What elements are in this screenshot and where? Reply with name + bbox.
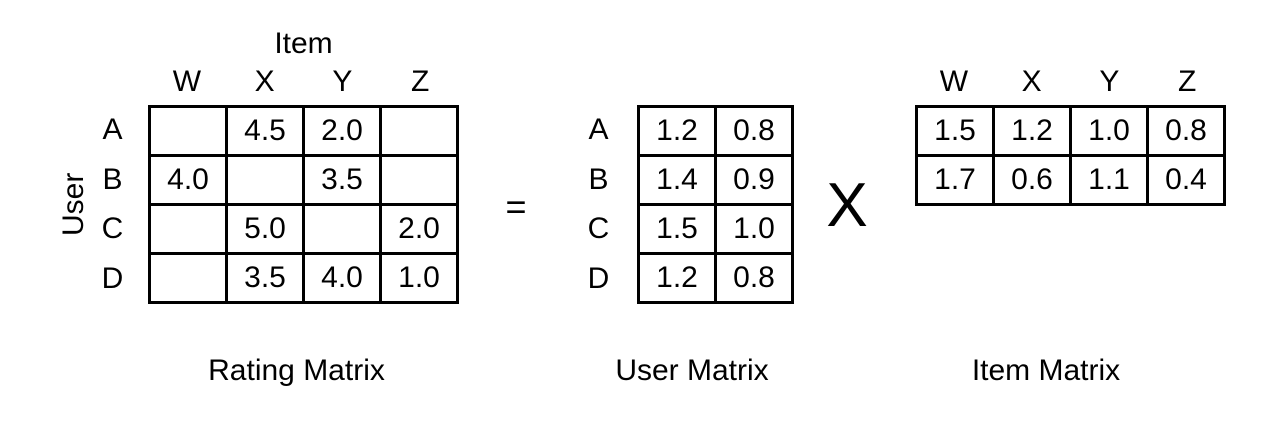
rating-matrix-row-labels: A B C D [90, 105, 135, 304]
item-cell-1-w: 1.5 [918, 108, 992, 154]
user-cell-c-1: 1.5 [640, 206, 714, 252]
rating-cell-d-y: 4.0 [305, 255, 379, 301]
item-col-header-y: Y [1099, 65, 1120, 98]
item-cell-1-y: 1.0 [1072, 108, 1146, 154]
rating-cell-c-x: 5.0 [228, 206, 302, 252]
multiply-operator: X [826, 170, 868, 240]
user-cell-d-1: 1.2 [640, 255, 714, 301]
rating-cell-d-x: 3.5 [228, 255, 302, 301]
rating-matrix-table: 4.5 2.0 4.0 3.5 5.0 2.0 3.5 4.0 1.0 [148, 105, 459, 304]
rating-cell-d-z: 1.0 [382, 255, 456, 301]
rating-cell-b-x [228, 157, 302, 203]
equals-operator: = [505, 186, 527, 227]
rating-matrix-caption: Rating Matrix [208, 354, 385, 387]
item-cell-2-w: 1.7 [918, 157, 992, 203]
rating-cell-b-y: 3.5 [305, 157, 379, 203]
item-matrix-caption: Item Matrix [971, 354, 1121, 387]
item-col-header-w: W [939, 65, 969, 98]
user-row-label-d: D [587, 262, 610, 296]
rating-col-header-z: Z [410, 65, 430, 98]
rating-cell-a-x: 4.5 [228, 108, 302, 154]
rating-row-label-a: A [102, 112, 123, 146]
item-cell-1-z: 0.8 [1149, 108, 1223, 154]
item-cell-2-y: 1.1 [1072, 157, 1146, 203]
rating-cell-b-w: 4.0 [151, 157, 225, 203]
rating-col-header-y: Y [332, 65, 353, 98]
rating-cell-c-z: 2.0 [382, 206, 456, 252]
rating-cell-a-w [151, 108, 225, 154]
user-cell-d-2: 0.8 [717, 255, 791, 301]
rating-row-label-c: C [101, 212, 124, 246]
user-row-label-b: B [588, 162, 609, 196]
user-cell-b-1: 1.4 [640, 157, 714, 203]
rating-matrix-column-headers: W X Y Z [148, 66, 459, 98]
item-matrix-column-headers: W X Y Z [915, 66, 1226, 98]
rating-row-label-b: B [102, 162, 123, 196]
user-row-label-a: A [588, 112, 609, 146]
user-matrix-caption: User Matrix [615, 354, 769, 387]
rating-col-header-w: W [172, 65, 202, 98]
user-row-label-c: C [587, 212, 610, 246]
item-cell-2-x: 0.6 [995, 157, 1069, 203]
rating-col-header-x: X [254, 65, 275, 98]
item-cell-2-z: 0.4 [1149, 157, 1223, 203]
item-cell-1-x: 1.2 [995, 108, 1069, 154]
rating-row-label-d: D [101, 262, 124, 296]
rating-cell-d-w [151, 255, 225, 301]
user-matrix-row-labels: A B C D [576, 105, 621, 304]
rating-cell-c-y [305, 206, 379, 252]
rating-cell-a-y: 2.0 [305, 108, 379, 154]
item-matrix-table: 1.5 1.2 1.0 0.8 1.7 0.6 1.1 0.4 [915, 105, 1226, 206]
user-cell-b-2: 0.9 [717, 157, 791, 203]
user-axis-label: User [57, 172, 90, 237]
user-cell-a-2: 0.8 [717, 108, 791, 154]
rating-cell-c-w [151, 206, 225, 252]
rating-cell-b-z [382, 157, 456, 203]
item-col-header-z: Z [1177, 65, 1197, 98]
item-col-header-x: X [1021, 65, 1042, 98]
item-axis-label: Item [274, 27, 333, 60]
rating-cell-a-z [382, 108, 456, 154]
user-matrix-table: 1.2 0.8 1.4 0.9 1.5 1.0 1.2 0.8 [637, 105, 794, 304]
user-cell-c-2: 1.0 [717, 206, 791, 252]
user-cell-a-1: 1.2 [640, 108, 714, 154]
